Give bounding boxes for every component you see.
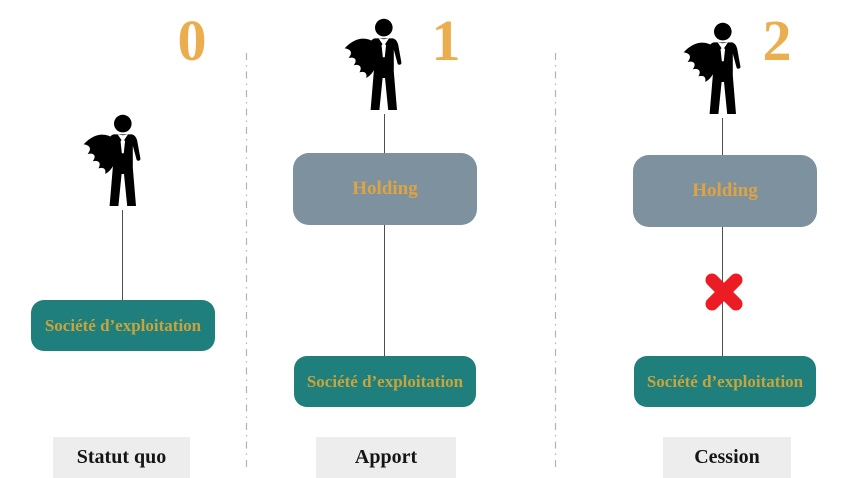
operating-company-box: Société d’exploitation: [31, 300, 215, 351]
operating-company-box: Société d’exploitation: [634, 356, 816, 407]
operating-company-label: Société d’exploitation: [306, 371, 464, 391]
scenario-number: 0: [177, 8, 207, 73]
scenario-number: 1: [431, 8, 461, 73]
operating-company-label: Société d’exploitation: [646, 371, 804, 391]
connector-line: [384, 114, 385, 153]
caption-apport: Apport: [316, 437, 456, 478]
holding-label: Holding: [692, 180, 758, 201]
superhero-businessman-icon: [344, 18, 402, 110]
scenario-number: 2: [762, 8, 792, 73]
caption-statut-quo: Statut quo: [53, 437, 190, 478]
superhero-businessman-icon: [683, 22, 741, 114]
red-cross-icon: [705, 273, 743, 311]
operating-company-box: Société d’exploitation: [294, 356, 476, 407]
holding-box: Holding: [633, 155, 817, 227]
operating-company-label: Société d’exploitation: [44, 315, 202, 335]
connector-line: [122, 210, 123, 300]
connector-line: [384, 225, 385, 356]
holding-label: Holding: [352, 178, 418, 199]
holding-box: Holding: [293, 153, 477, 225]
caption-cession: Cession: [663, 437, 791, 478]
connector-line: [722, 118, 723, 155]
dashed-divider: [554, 53, 557, 471]
dashed-divider: [245, 53, 248, 471]
superhero-businessman-icon: [83, 114, 141, 206]
